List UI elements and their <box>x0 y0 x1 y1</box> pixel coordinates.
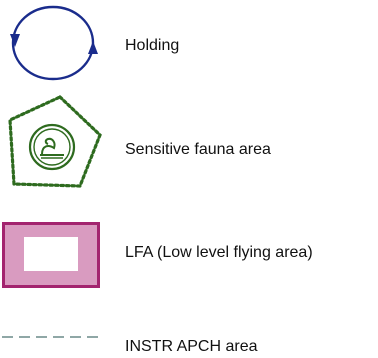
instr-apch-icon <box>2 336 98 338</box>
legend-item-lfa: LFA (Low level flying area) <box>0 210 378 290</box>
legend-label-instr-apch: INSTR APCH area <box>125 338 258 355</box>
legend-label-sensitive-fauna: Sensitive fauna area <box>125 141 271 158</box>
sensitive-fauna-icon <box>8 95 102 188</box>
legend-item-instr-apch: INSTR APCH area <box>0 318 378 358</box>
legend-item-sensitive-fauna: Sensitive fauna area <box>0 90 378 190</box>
legend-label-lfa: LFA (Low level flying area) <box>125 244 313 261</box>
holding-icon <box>10 5 98 81</box>
lfa-icon <box>2 222 100 288</box>
legend-item-holding: Holding <box>0 0 378 90</box>
legend-label-holding: Holding <box>125 37 180 54</box>
